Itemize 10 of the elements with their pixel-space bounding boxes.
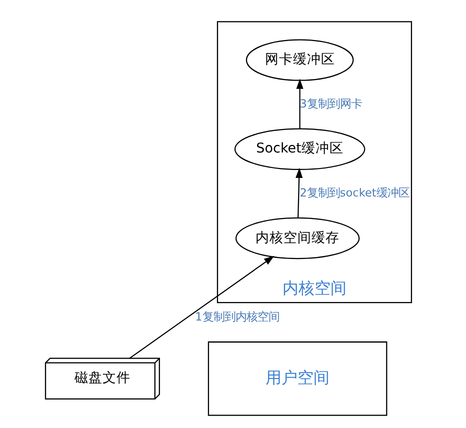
node-box: 用户空间 — [208, 341, 388, 416]
node-ellipse: 网卡缓冲区 — [246, 39, 354, 81]
arrow — [296, 78, 304, 129]
edge-label: 1复制到内核空间 — [195, 310, 280, 324]
arrow — [296, 168, 303, 218]
edge-label: 3复制到网卡 — [300, 97, 362, 110]
node-ellipse: Socket缓冲区 — [234, 128, 366, 170]
edge-label: 2复制到socket缓冲区 — [300, 186, 410, 200]
node-ellipse: 内核空间缓存 — [235, 217, 360, 260]
arrow — [129, 256, 274, 359]
